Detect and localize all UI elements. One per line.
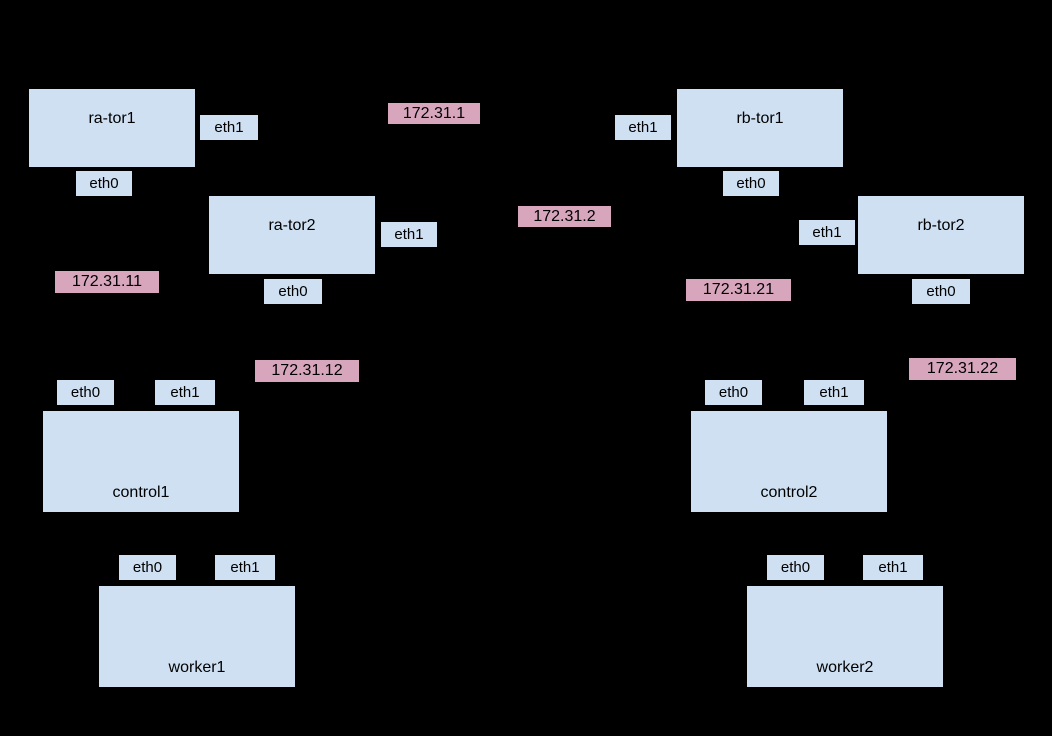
ip-label-172-31-22: 172.31.22 [909,358,1016,380]
node-label: worker1 [168,659,226,676]
interface-ra-tor1-eth0: eth0 [74,169,134,198]
interface-worker1-eth1: eth1 [213,553,277,582]
interface-rb-tor2-eth0: eth0 [910,277,972,306]
interface-worker2-eth1: eth1 [861,553,925,582]
interface-label: eth1 [394,226,424,243]
ip-label-text: 172.31.21 [702,281,775,298]
interface-control2-eth1: eth1 [802,378,866,407]
node-label: rb-tor1 [736,110,784,127]
ip-label-text: 172.31.11 [72,273,142,290]
interface-label: eth1 [878,559,908,576]
node-label: rb-tor2 [917,217,965,234]
interface-worker2-eth0: eth0 [765,553,826,582]
interface-label: eth1 [230,559,260,576]
node-label: worker2 [816,659,874,676]
interface-rb-tor1-eth0: eth0 [721,169,781,198]
interface-control1-eth1: eth1 [153,378,217,407]
interface-label: eth0 [926,283,956,300]
ip-label-text: 172.31.22 [926,360,999,377]
interface-label: eth1 [819,384,849,401]
node-label: ra-tor1 [88,110,136,127]
interface-rb-tor2-eth1: eth1 [797,218,857,247]
interface-label: eth0 [736,175,766,192]
ip-label-172-31-2: 172.31.2 [518,206,611,227]
interface-label: eth1 [214,119,244,136]
node-control1: control1 [41,409,241,514]
node-control2: control2 [689,409,889,514]
interface-label: eth1 [170,384,200,401]
node-label: control2 [760,484,818,501]
node-worker1: worker1 [97,584,297,689]
node-worker2: worker2 [745,584,945,689]
ip-label-text: 172.31.12 [271,362,343,379]
interface-label: eth0 [780,559,811,576]
node-ra-tor1: ra-tor1 [27,87,197,169]
node-ra-tor2: ra-tor2 [207,194,377,276]
ip-label-172-31-11: 172.31.11 [55,271,159,293]
interface-control2-eth0: eth0 [703,378,764,407]
interface-label: eth0 [70,384,101,401]
interface-control1-eth0: eth0 [55,378,116,407]
node-rb-tor1: rb-tor1 [675,87,845,169]
node-rb-tor2: rb-tor2 [856,194,1026,276]
ip-label-text: 172.31.1 [402,104,466,122]
ip-label-172-31-21: 172.31.21 [686,279,791,301]
interface-label: eth0 [718,384,749,401]
interface-rb-tor1-eth1: eth1 [613,113,673,142]
interface-label: eth0 [89,175,119,192]
interface-worker1-eth0: eth0 [117,553,178,582]
node-label: ra-tor2 [268,217,316,234]
interface-ra-tor1-eth1: eth1 [198,113,260,142]
node-label: control1 [112,484,170,501]
interface-label: eth0 [132,559,163,576]
interface-label: eth1 [812,224,842,241]
interface-label: eth0 [278,283,308,300]
ip-label-172-31-1: 172.31.1 [388,103,480,124]
interface-ra-tor2-eth1: eth1 [379,220,439,249]
ip-label-172-31-12: 172.31.12 [255,360,359,382]
interface-ra-tor2-eth0: eth0 [262,277,324,306]
interface-label: eth1 [628,119,658,136]
ip-label-text: 172.31.2 [533,207,596,225]
